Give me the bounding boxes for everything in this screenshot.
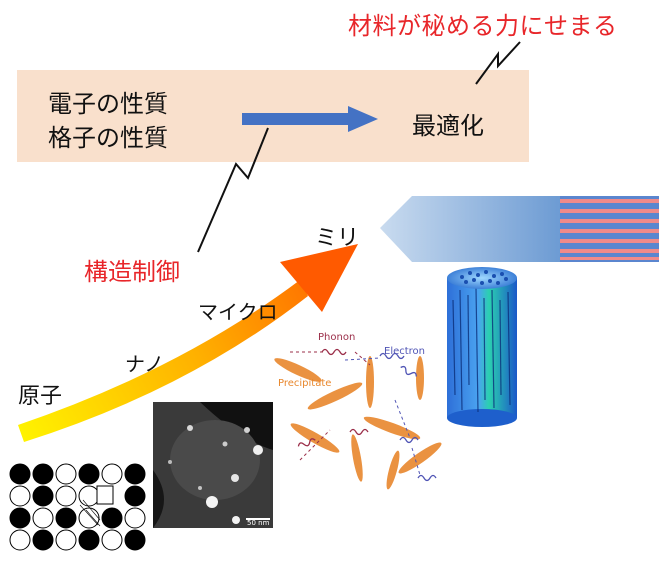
scale-label-nano: ナノ bbox=[125, 352, 164, 376]
title: 材料が秘める力にせまる bbox=[348, 12, 618, 40]
scale-label-milli: ミリ bbox=[315, 226, 360, 251]
atomic-lattice-icon bbox=[9, 463, 146, 551]
precipitate-icon bbox=[274, 356, 442, 490]
optimization-label: 最適化 bbox=[412, 112, 484, 140]
scale-label-atom: 原子 bbox=[18, 384, 63, 409]
zigzag-connector-title bbox=[475, 41, 521, 85]
control-label: 構造制御 bbox=[84, 258, 180, 286]
electron-property-label: 電子の性質 bbox=[48, 90, 168, 118]
striped-sample-icon bbox=[560, 196, 659, 262]
flow-arrow-icon bbox=[380, 196, 659, 262]
phonon-label: Phonon bbox=[318, 332, 356, 343]
electron-label: Electron bbox=[384, 346, 426, 357]
lattice-property-label: 格子の性質 bbox=[48, 124, 168, 152]
scale-label-micro: マイクロ bbox=[198, 300, 278, 324]
blue-arrow-icon bbox=[242, 106, 378, 132]
zigzag-connector-control bbox=[197, 127, 269, 253]
tem-micrograph bbox=[153, 402, 273, 528]
cylinder-sample-icon bbox=[447, 267, 517, 427]
scale-arrow-icon bbox=[18, 244, 358, 442]
scale-bar-label: 50 nm bbox=[247, 519, 270, 527]
precipitate-label: Precipitate bbox=[278, 378, 332, 389]
scattering-schematic bbox=[274, 348, 442, 490]
